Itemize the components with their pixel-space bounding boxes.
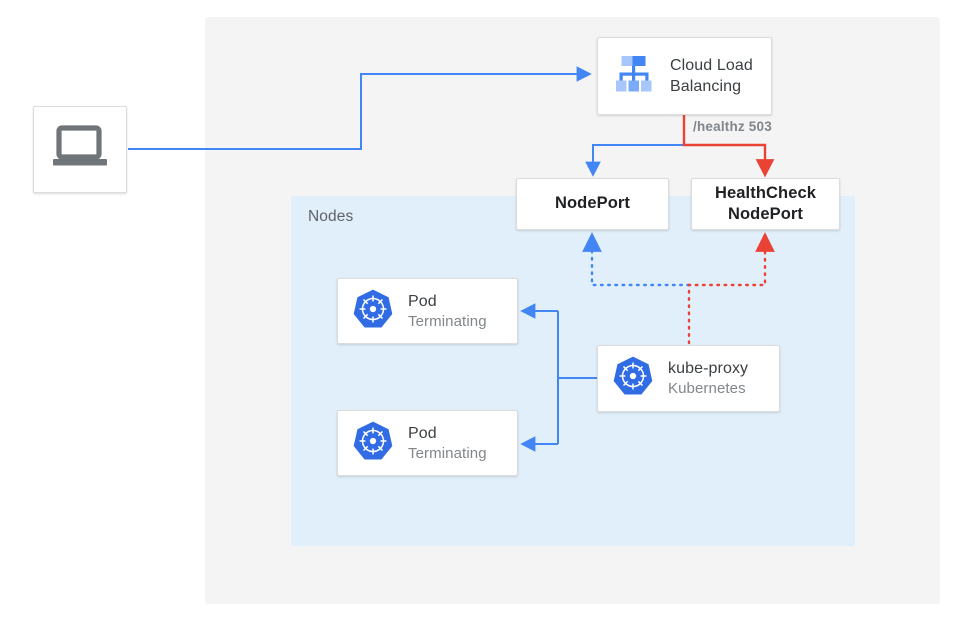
healthcheck-nodeport-node[interactable]: HealthCheck NodePort bbox=[691, 178, 840, 230]
kube-proxy-text: kube-proxy Kubernetes bbox=[668, 358, 748, 399]
healthz-edge-label: /healthz 503 bbox=[693, 119, 772, 134]
edge-load-balancer-to-healthcheck bbox=[682, 114, 775, 178]
pod-1-title: Pod bbox=[408, 292, 437, 310]
edge-kube-proxy-to-healthcheck bbox=[687, 232, 775, 345]
edge-load-balancer-to-nodeport bbox=[585, 117, 685, 177]
healthcheck-nodeport-text: HealthCheck NodePort bbox=[715, 183, 816, 225]
pod-1-text: Pod Terminating bbox=[408, 291, 487, 332]
pod-2-text: Pod Terminating bbox=[408, 423, 487, 464]
kubernetes-icon bbox=[352, 420, 394, 467]
cloud-load-balancing-node[interactable]: Cloud Load Balancing bbox=[597, 37, 772, 115]
cloud-load-balancing-title: Cloud Load bbox=[670, 56, 753, 74]
laptop-icon bbox=[52, 125, 108, 174]
pod-2-title: Pod bbox=[408, 424, 437, 442]
nodes-region-label: Nodes bbox=[308, 208, 354, 225]
healthcheck-nodeport-label-line2: NodePort bbox=[727, 205, 804, 223]
healthcheck-nodeport-label: HealthCheck bbox=[714, 183, 817, 202]
edge-client-to-load-balancer bbox=[128, 66, 592, 150]
nodeport-label: NodePort bbox=[554, 194, 631, 213]
cloud-load-balancing-icon bbox=[612, 54, 656, 99]
pod-2-subtitle: Terminating bbox=[408, 444, 487, 462]
pod-2-node[interactable]: Pod Terminating bbox=[337, 410, 518, 476]
pod-1-subtitle: Terminating bbox=[408, 312, 487, 330]
edge-kube-proxy-to-nodeport bbox=[582, 232, 691, 287]
cloud-load-balancing-title-line2: Balancing bbox=[670, 78, 742, 95]
pod-1-node[interactable]: Pod Terminating bbox=[337, 278, 518, 344]
kube-proxy-node[interactable]: kube-proxy Kubernetes bbox=[597, 345, 780, 412]
cloud-load-balancing-text: Cloud Load Balancing bbox=[670, 55, 753, 97]
kube-proxy-title: kube-proxy bbox=[668, 360, 749, 378]
client-node[interactable] bbox=[33, 106, 127, 193]
kubernetes-icon bbox=[352, 288, 394, 335]
kube-proxy-subtitle: Kubernetes bbox=[668, 380, 746, 398]
nodeport-node[interactable]: NodePort bbox=[516, 178, 669, 230]
kubernetes-icon bbox=[612, 355, 654, 402]
